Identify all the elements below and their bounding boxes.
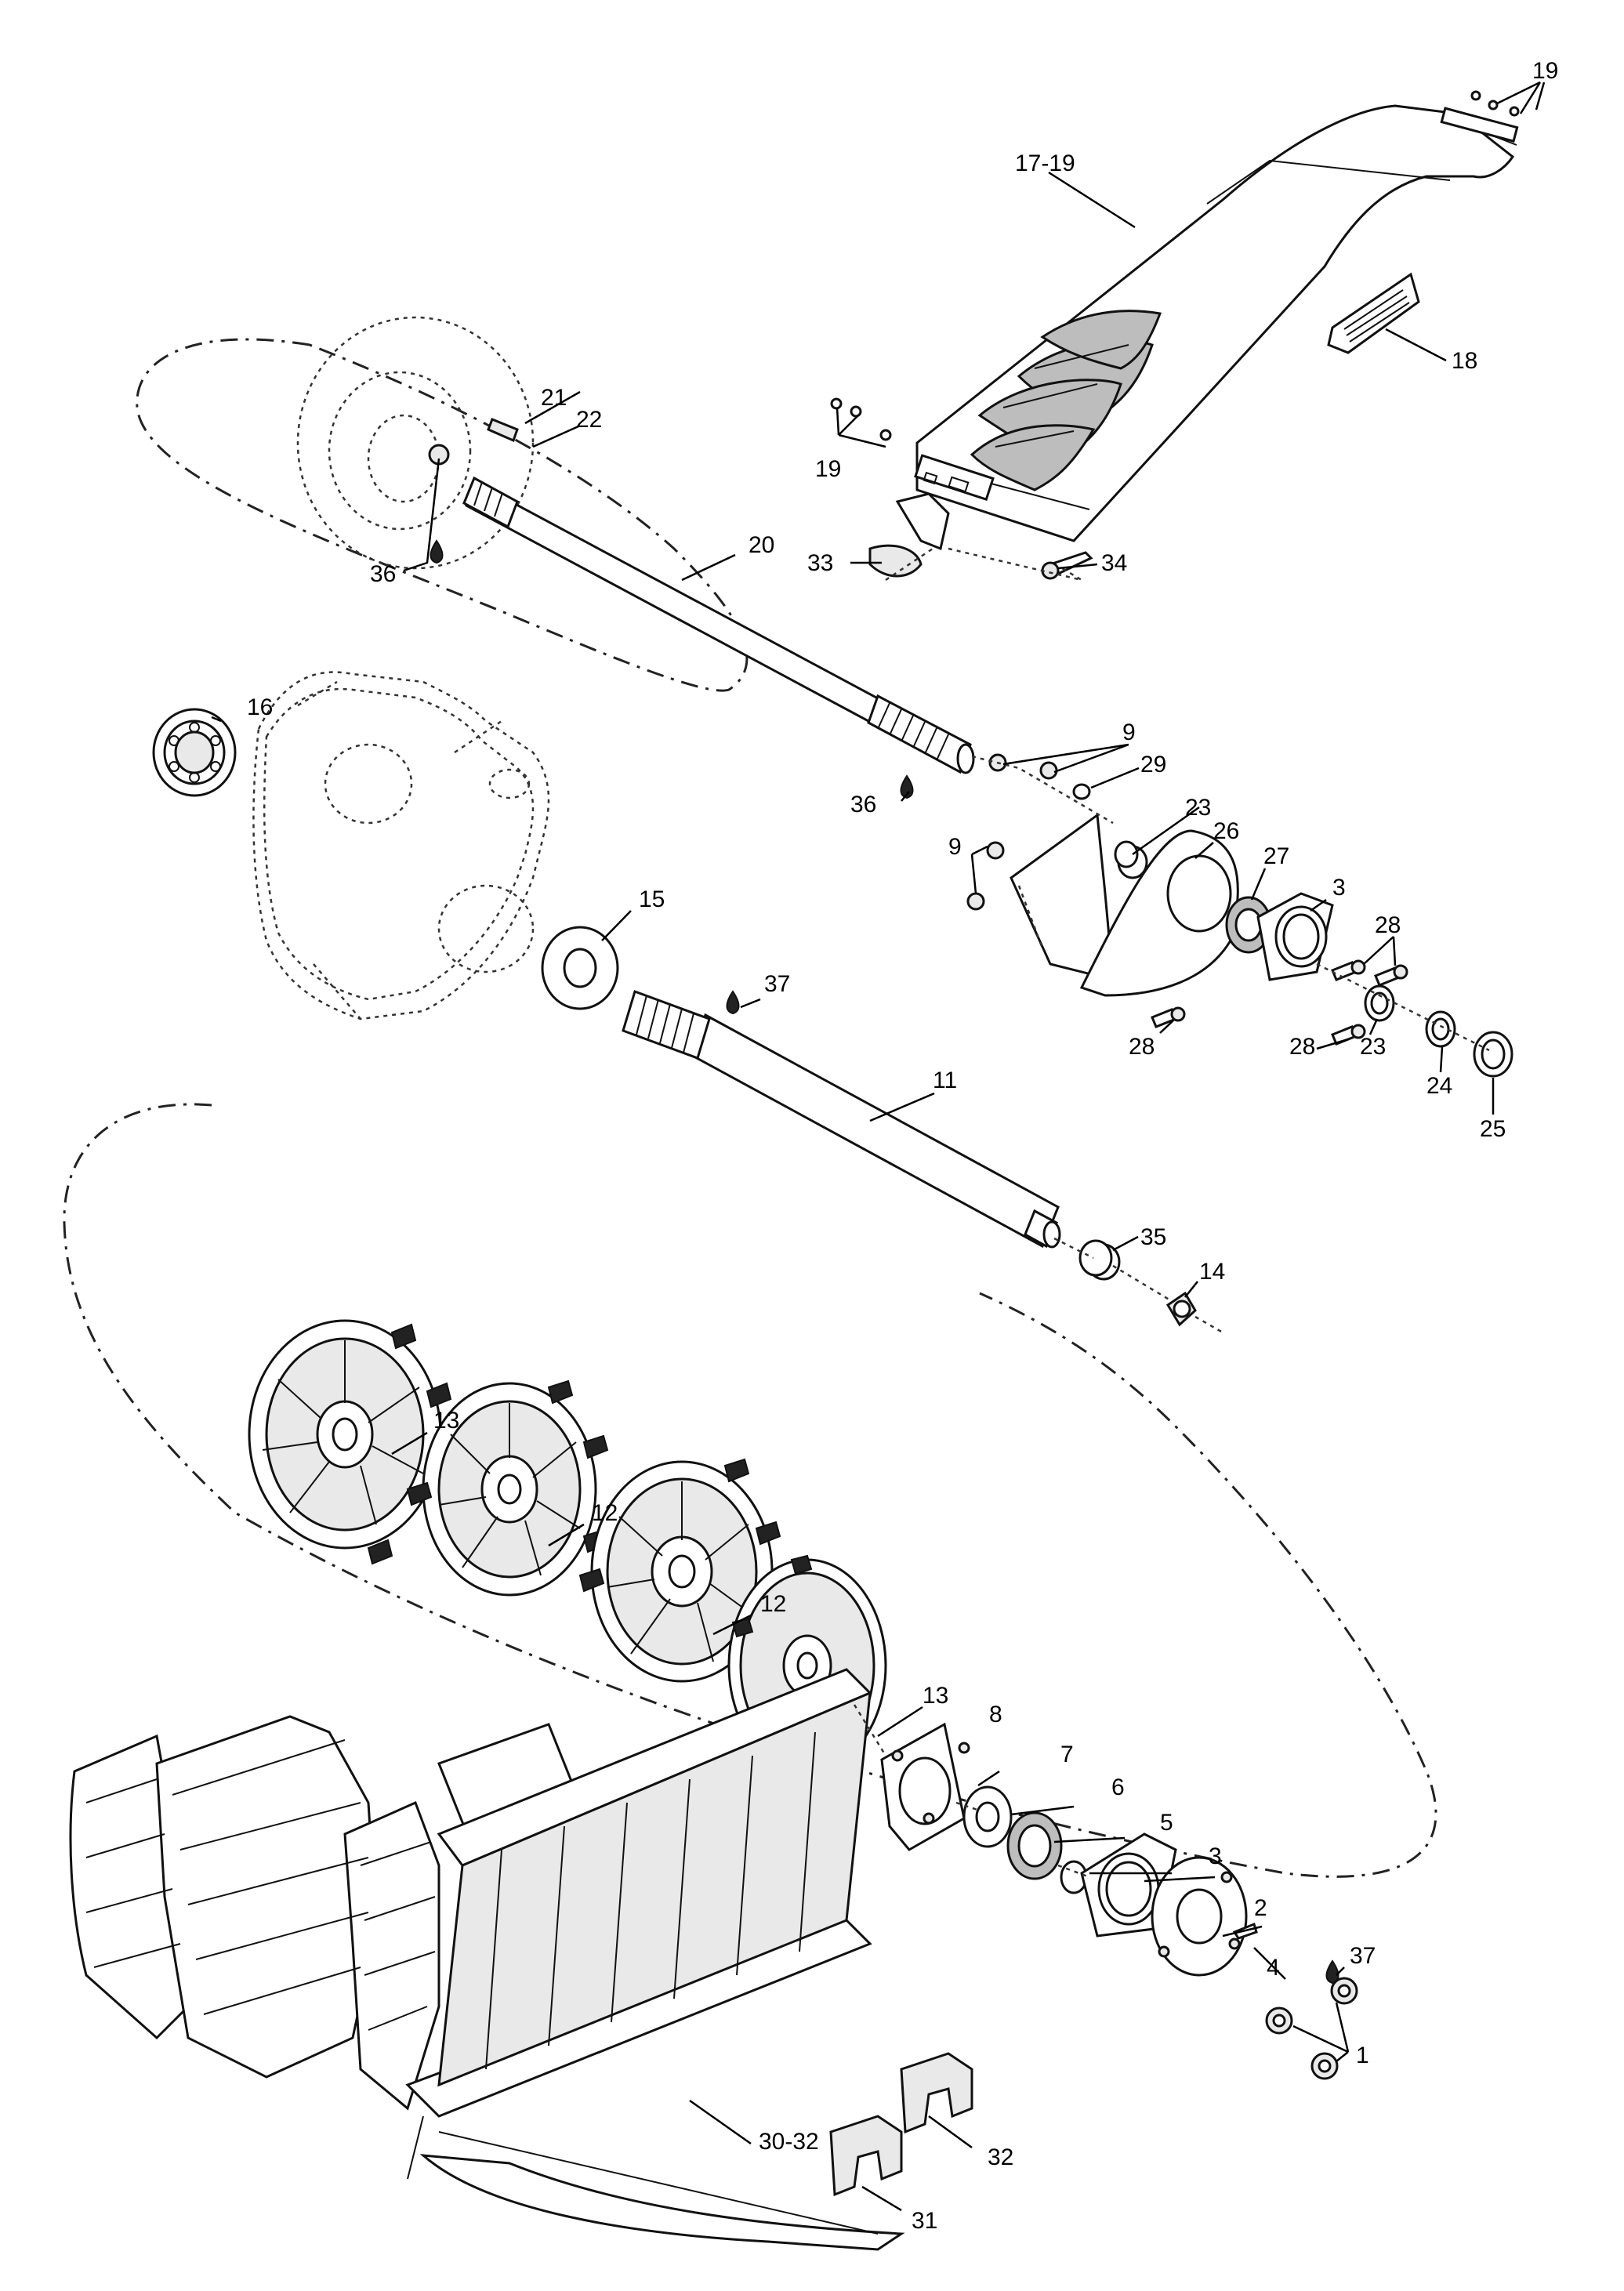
callout-24: 24 [1426, 1073, 1452, 1099]
callout-29: 29 [1140, 752, 1166, 778]
callout-32: 32 [988, 2144, 1013, 2170]
callout-33: 33 [807, 550, 833, 576]
callout-labels: 1 2 3 3 4 5 6 7 8 9 9 11 12 12 13 13 14 … [247, 58, 1558, 2234]
callout-37: 37 [764, 971, 790, 997]
callout-27: 27 [1263, 843, 1289, 869]
tunnel-deflector [868, 104, 1517, 578]
callout-36: 36 [370, 561, 396, 587]
callout-19: 19 [1532, 58, 1558, 84]
track [69, 1668, 905, 2251]
callout-7: 7 [1060, 1742, 1074, 1767]
end-bearing-assembly [880, 1722, 1358, 2080]
callout-25: 25 [1480, 1116, 1506, 1142]
callout-37: 37 [1350, 1943, 1376, 1969]
spacer-washer [541, 926, 619, 1010]
callout-30-32: 30-32 [759, 2129, 819, 2155]
callout-4: 4 [1267, 1955, 1280, 1981]
callout-9: 9 [948, 834, 962, 860]
sprocket-inner-left [406, 1379, 609, 1597]
callout-5: 5 [1160, 1810, 1173, 1836]
callout-18: 18 [1452, 348, 1477, 374]
callout-34: 34 [1101, 550, 1127, 576]
callout-12: 12 [760, 1591, 786, 1617]
callout-17-19: 17-19 [1015, 150, 1075, 176]
chaincase-cover-plate [966, 753, 1513, 1078]
drive-axle [622, 990, 1197, 1327]
callout-28: 28 [1289, 1034, 1315, 1060]
drive-shaft-upper [428, 418, 975, 774]
callout-8: 8 [989, 1702, 1002, 1727]
callout-6: 6 [1111, 1774, 1125, 1800]
lubricant-drop-icon [430, 539, 444, 564]
callout-21: 21 [541, 385, 567, 411]
deflector-tether [1440, 90, 1520, 143]
callout-3: 3 [1209, 1843, 1222, 1869]
callout-23: 23 [1360, 1034, 1386, 1060]
callout-1: 1 [1356, 2043, 1369, 2068]
callout-12: 12 [592, 1500, 618, 1526]
callout-3: 3 [1332, 875, 1346, 901]
callout-16: 16 [247, 694, 273, 720]
callout-31: 31 [912, 2208, 937, 2234]
track-clips [829, 2052, 973, 2197]
callout-11: 11 [933, 1068, 957, 1093]
callout-19: 19 [815, 456, 841, 482]
callout-22: 22 [576, 407, 602, 433]
chaincase-housing [252, 671, 550, 1020]
callout-35: 35 [1140, 1224, 1166, 1250]
track-loop [63, 1103, 1437, 1878]
callout-26: 26 [1213, 818, 1239, 844]
lubricant-drop-icon [1325, 1959, 1339, 1985]
callout-9: 9 [1122, 720, 1136, 745]
upper-chaincase-loop [136, 338, 749, 692]
sprocket-outer-left [248, 1319, 452, 1565]
callout-2: 2 [1254, 1895, 1267, 1921]
callout-23: 23 [1185, 795, 1211, 821]
callout-15: 15 [639, 886, 665, 912]
callout-13: 13 [923, 1683, 948, 1709]
callout-20: 20 [749, 532, 774, 558]
warning-decal [1327, 272, 1420, 354]
lubricant-drop-icon [726, 990, 740, 1015]
leader-lines [211, 81, 1546, 2212]
callout-36: 36 [850, 792, 876, 817]
callout-13: 13 [433, 1408, 459, 1434]
callout-28: 28 [1129, 1034, 1155, 1060]
callout-28: 28 [1375, 912, 1401, 938]
deflector-nuts [830, 397, 892, 441]
callout-14: 14 [1199, 1259, 1225, 1285]
bearing [152, 708, 237, 797]
